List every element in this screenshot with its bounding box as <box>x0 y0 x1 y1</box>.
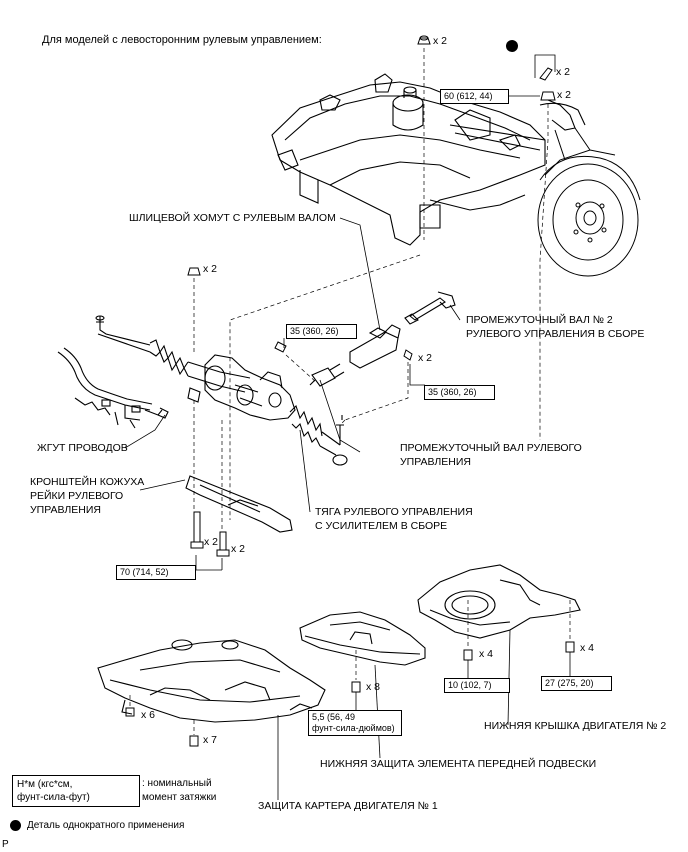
qty-bracket-bolt-b: x 2 <box>231 543 246 555</box>
label-front-suspension-under-cover: НИЖНЯЯ ЗАЩИТА ЭЛЕМЕНТА ПЕРЕДНЕЙ ПОДВЕСКИ <box>320 758 597 770</box>
legend-torque-unit-line1: Н*м (кгс*см, <box>17 779 73 790</box>
engine-under-cover-1-art <box>97 639 326 723</box>
single-use-marker-icon <box>506 40 518 52</box>
torque-spec-10: 10 (102, 7) <box>444 678 510 693</box>
torque-spec-70: 70 (714, 52) <box>116 565 196 580</box>
qty-bracket-bolt-a: x 2 <box>204 536 219 548</box>
legend-single-use-text: Деталь однократного применения <box>27 820 185 831</box>
label-intermediate-shaft-line1: ПРОМЕЖУТОЧНЫЙ ВАЛ РУЛЕВОГО <box>400 442 582 454</box>
wire-harness-art <box>57 347 169 429</box>
fasteners <box>125 35 575 747</box>
qty-cotter-pin: x 2 <box>556 66 571 78</box>
label-intermediate-shaft-line2: УПРАВЛЕНИЯ <box>400 456 472 468</box>
torque-spec-35-a: 35 (360, 26) <box>286 324 357 339</box>
qty-cover2-bolt-b: x 4 <box>580 642 595 654</box>
qty-suspension-cover-bolt: x 8 <box>366 681 381 693</box>
qty-shaft-bolt: x 2 <box>418 352 433 364</box>
torque-spec-27: 27 (275, 20) <box>541 676 612 691</box>
page-marker: P <box>2 839 9 850</box>
torque-spec-5-5-line2: фунт-сила-дюймов) <box>312 723 395 733</box>
label-engine-under-cover-2: НИЖНЯЯ КРЫШКА ДВИГАТЕЛЯ № 2 <box>484 720 667 732</box>
label-intermediate-shaft-2-line2: РУЛЕВОГО УПРАВЛЕНИЯ В СБОРЕ <box>466 328 645 340</box>
label-intermediate-shaft-2-line1: ПРОМЕЖУТОЧНЫЙ ВАЛ № 2 <box>466 314 613 326</box>
applicability-note: Для моделей с левосторонним рулевым упра… <box>42 34 322 46</box>
engine-under-cover-2-art <box>417 564 581 639</box>
front-suspension-under-cover-art <box>299 611 426 666</box>
dashed-guide-lines <box>129 48 571 735</box>
torque-spec-5-5-line1: 5,5 (56, 49 <box>312 712 356 722</box>
leader-lines <box>124 54 571 800</box>
label-rack-bracket-line3: УПРАВЛЕНИЯ <box>30 504 102 516</box>
front-suspension-subframe <box>271 73 586 246</box>
legend-torque-unit-box: Н*м (кгс*см, фунт-сила-фут) <box>12 775 140 807</box>
legend-torque-unit-line2: фунт-сила-фут) <box>17 792 90 803</box>
brake-disc-hub <box>537 127 641 277</box>
label-wire-harness: ЖГУТ ПРОВОДОВ <box>37 442 128 454</box>
label-spline-clamp: ШЛИЦЕВОЙ ХОМУТ С РУЛЕВЫМ ВАЛОМ <box>129 212 336 224</box>
intermediate-shaft-2-art <box>404 291 456 325</box>
rack-bracket-art <box>185 475 293 533</box>
label-power-link-line2: С УСИЛИТЕЛЕМ В СБОРЕ <box>315 520 448 532</box>
qty-cover2-bolt-a: x 4 <box>479 648 494 660</box>
qty-cover1-side-bolt: x 6 <box>141 709 156 721</box>
legend-torque-desc-line1: : номинальный <box>142 778 212 789</box>
intermediate-shaft-art <box>309 363 345 387</box>
label-rack-bracket-line2: РЕЙКИ РУЛЕВОГО <box>30 490 124 502</box>
qty-rack-nut: x 2 <box>203 263 218 275</box>
qty-knuckle-nut: x 2 <box>557 89 572 101</box>
spline-clamp-art <box>349 324 401 369</box>
legend-torque-desc-line2: момент затяжки <box>142 792 217 803</box>
torque-spec-35-b: 35 (360, 26) <box>424 385 495 400</box>
label-rack-bracket-line1: КРОНШТЕЙН КОЖУХА <box>30 476 145 488</box>
legend-single-use-icon <box>10 820 21 831</box>
steering-rack-assembly <box>95 315 348 466</box>
qty-cover1-bottom-bolt: x 7 <box>203 734 218 746</box>
torque-spec-5-5: 5,5 (56, 49 фунт-сила-дюймов) <box>308 710 402 736</box>
label-power-link-line1: ТЯГА РУЛЕВОГО УПРАВЛЕНИЯ <box>315 506 473 518</box>
label-engine-under-cover-1: ЗАЩИТА КАРТЕРА ДВИГАТЕЛЯ № 1 <box>258 800 438 812</box>
qty-top-nut: x 2 <box>433 35 448 47</box>
torque-spec-60: 60 (612, 44) <box>440 89 509 104</box>
